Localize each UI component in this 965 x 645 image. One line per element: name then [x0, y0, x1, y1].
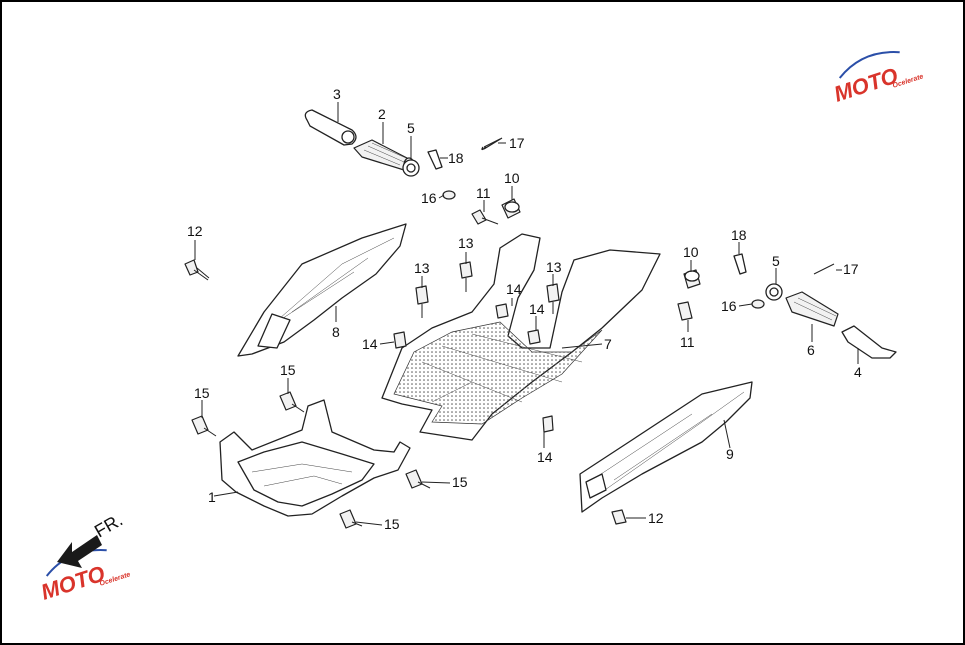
- callout-2: 2: [378, 106, 386, 122]
- part-left-rubber-bush: [501, 198, 521, 219]
- callout-17-right: 17: [843, 261, 859, 277]
- part-left-bolt: [471, 209, 499, 225]
- callout-15-top: 15: [280, 362, 296, 378]
- part-clip-right: [527, 329, 541, 345]
- callout-6: 6: [807, 342, 815, 358]
- callout-11-right: 11: [680, 334, 695, 350]
- callout-17-left: 17: [509, 135, 525, 151]
- callout-15-bottom: 15: [384, 516, 400, 532]
- part-right-side-bolt: [611, 509, 627, 525]
- callout-14-right: 14: [529, 301, 545, 317]
- callout-10-left: 10: [504, 170, 520, 186]
- part-center-bolt-middle: [459, 261, 473, 292]
- callout-5-left: 5: [407, 120, 415, 136]
- part-left-cotter-pin: [481, 137, 503, 151]
- part-clip-lower: [542, 415, 554, 433]
- part-right-nut: [751, 299, 765, 309]
- part-right-step-bracket: [841, 325, 897, 359]
- callout-15-right: 15: [452, 474, 468, 490]
- part-frame-bolt-right: [405, 469, 431, 489]
- callout-18-right: 18: [731, 227, 747, 243]
- callout-12-right: 12: [648, 510, 664, 526]
- front-direction-arrow-icon: [57, 535, 102, 568]
- part-under-frame: [219, 399, 411, 517]
- callout-10-right: 10: [683, 244, 699, 260]
- part-right-bolt: [677, 301, 693, 321]
- callout-7: 7: [604, 336, 612, 352]
- part-right-cotter-pin: [813, 263, 835, 275]
- callout-1: 1: [208, 489, 216, 505]
- part-right-rubber-bush: [683, 269, 701, 289]
- part-left-side-bolt: [184, 259, 210, 281]
- callout-15-left: 15: [194, 385, 210, 401]
- callout-9: 9: [726, 446, 734, 462]
- callout-14-center: 14: [506, 281, 522, 297]
- part-frame-bolt-bottom: [339, 509, 363, 529]
- watermark-top-right: MOTO Ocelerate: [831, 51, 924, 107]
- part-left-nut: [442, 190, 456, 200]
- part-right-footrest-rubber: [785, 291, 839, 327]
- callout-12-left: 12: [187, 223, 203, 239]
- callout-16-left: 16: [421, 190, 437, 206]
- callout-13-left: 13: [414, 260, 430, 276]
- part-clip-left: [393, 331, 407, 349]
- callout-16-right: 16: [721, 298, 737, 314]
- part-frame-bolt-top: [279, 391, 305, 413]
- part-right-side-cover: [579, 381, 753, 513]
- watermark-text: MOTO: [831, 63, 901, 107]
- part-left-pin: [427, 149, 443, 170]
- callout-13-right: 13: [546, 259, 562, 275]
- part-floor-panel: [381, 233, 661, 441]
- part-right-washer: [765, 283, 783, 301]
- leader-lines: [194, 102, 859, 526]
- callout-13-middle: 13: [458, 235, 474, 251]
- callout-labels: 1 2 3 4 5 5 6 7 8 9 10 10 11 11 12 12 13…: [187, 86, 862, 532]
- callout-11-left: 11: [476, 185, 491, 201]
- part-left-side-cover: [237, 223, 407, 357]
- watermark-text: MOTO: [38, 561, 108, 605]
- callout-5-right: 5: [772, 253, 780, 269]
- part-center-bolt-right: [546, 283, 560, 314]
- callout-14-left: 14: [362, 336, 378, 352]
- callout-8: 8: [332, 324, 340, 340]
- part-left-washer: [402, 159, 420, 177]
- callout-18-left: 18: [448, 150, 464, 166]
- callout-14-lower: 14: [537, 449, 553, 465]
- part-frame-bolt-left: [191, 415, 217, 437]
- part-right-pin: [733, 253, 747, 275]
- part-clip-center: [495, 303, 509, 319]
- part-center-bolt-left: [415, 285, 429, 318]
- callout-3: 3: [333, 86, 341, 102]
- callout-4: 4: [854, 364, 862, 380]
- part-left-step-bracket: [304, 109, 357, 146]
